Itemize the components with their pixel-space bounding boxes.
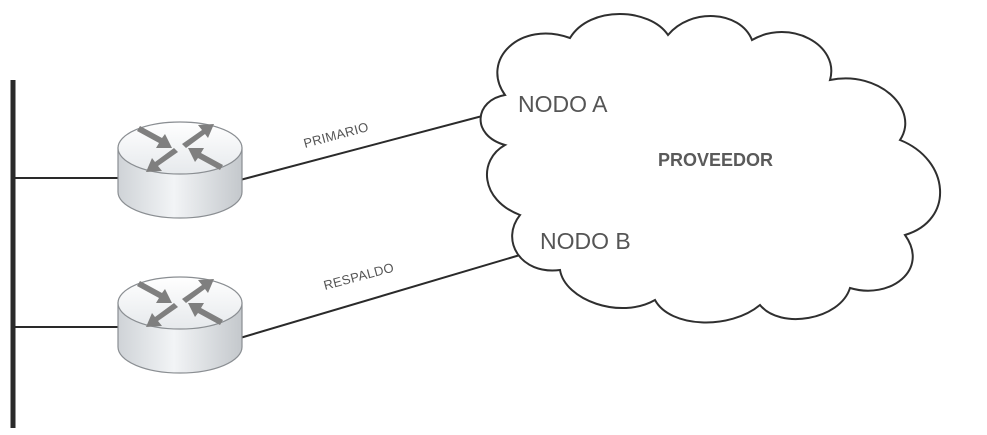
router-backup (117, 276, 243, 374)
link-label-primary: PRIMARIO (302, 119, 370, 151)
router-primary (117, 121, 243, 219)
wan-link-primary (239, 109, 506, 181)
link-label-backup: RESPALDO (322, 260, 396, 293)
node-label-a: NODO A (518, 91, 608, 117)
node-label-b: NODO B (540, 228, 631, 254)
router-icon (117, 276, 243, 374)
router-icon (117, 121, 243, 219)
wan-link-backup (239, 254, 521, 339)
cloud-label: PROVEEDOR (658, 150, 773, 170)
